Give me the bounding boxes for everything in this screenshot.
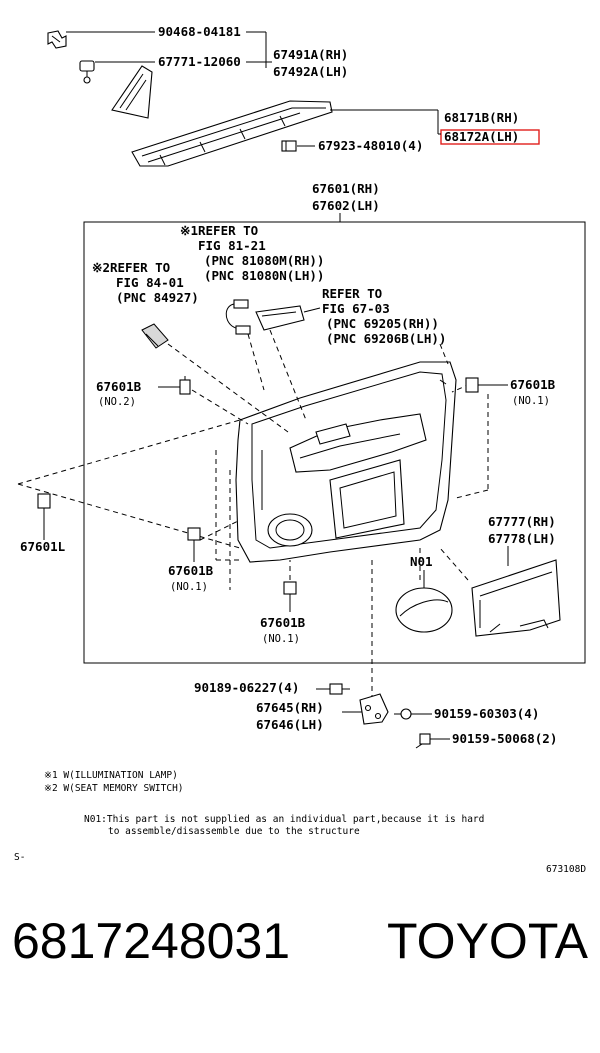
ref3-line2: FIG 67-03	[322, 301, 390, 316]
callout-67777-RH: 67777(RH)	[488, 514, 556, 529]
sub-no1-lowerleft: (NO.1)	[170, 581, 208, 593]
note-n01-line2: to assemble/disassemble due to the struc…	[108, 826, 360, 837]
sub-no1-right: (NO.1)	[512, 395, 550, 407]
door-pocket-part	[471, 559, 561, 637]
illumination-lamp-wire	[225, 299, 251, 335]
ref3-line1: REFER TO	[322, 286, 382, 301]
callout-67601-RH: 67601(RH)	[312, 181, 380, 196]
note-n01-line1: N01:This part is not supplied as an indi…	[84, 814, 484, 825]
screw-90159-60303	[394, 708, 412, 720]
callout-90189-06227: 90189-06227(4)	[194, 680, 299, 695]
screw-90159-50068	[415, 733, 431, 749]
callout-67645-RH: 67645(RH)	[256, 700, 324, 715]
ref2-line3: (PNC 84927)	[116, 290, 199, 305]
clip-90189-06227	[329, 683, 350, 695]
callout-67602-LH: 67602(LH)	[312, 198, 380, 213]
callout-68171B-RH: 68171B(RH)	[444, 110, 519, 125]
sub-no1-bottom: (NO.1)	[262, 633, 300, 645]
highlight-box-68172A	[440, 129, 540, 145]
callout-67492A-LH: 67492A(LH)	[273, 64, 348, 79]
sub-no2: (NO.2)	[98, 396, 136, 408]
s-mark: S-	[14, 852, 25, 863]
seat-memory-switch	[141, 323, 169, 349]
ref2-line2: FIG 84-01	[116, 275, 184, 290]
ref1-line4: (PNC 81080N(LH))	[204, 268, 324, 283]
ref1-line1: ※1REFER TO	[180, 223, 258, 238]
fastener-67601B-no1-bottom	[283, 581, 297, 595]
callout-67923-48010: 67923-48010(4)	[318, 138, 423, 153]
ref3-line3: (PNC 69205(RH))	[326, 316, 439, 331]
figure-code: 673108D	[546, 864, 586, 875]
fastener-67601B-no1-right	[465, 377, 479, 393]
callout-90468-04181: 90468-04181	[158, 24, 241, 39]
footer-brand: TOYOTA	[387, 913, 588, 969]
inside-handle-bezel	[255, 305, 321, 331]
footer-caption: 6817248031 TOYOTA	[0, 912, 600, 992]
fastener-part-67771	[79, 60, 95, 84]
note-seat-memory-switch: ※2 W(SEAT MEMORY SWITCH)	[44, 783, 184, 794]
footer-part-number: 6817248031	[12, 913, 291, 969]
ref3-line4: (PNC 69206B(LH))	[326, 331, 446, 346]
callout-67601L: 67601L	[20, 539, 66, 554]
speaker-grille-N01	[395, 587, 453, 633]
pull-handle-bracket	[359, 693, 389, 725]
callout-67491A-RH: 67491A(RH)	[273, 47, 348, 62]
callout-90159-50068: 90159-50068(2)	[452, 731, 557, 746]
fastener-67601L	[37, 493, 51, 518]
door-trim-board-frame	[83, 221, 586, 664]
door-trim-panel-drawing	[235, 361, 457, 563]
fastener-67601B-no1-lowerleft	[187, 527, 201, 541]
callout-67601B-no1-right: 67601B	[510, 377, 556, 392]
corner-garnish-part	[111, 65, 153, 119]
callout-67646-LH: 67646(LH)	[256, 717, 324, 732]
dashed-leader-lines	[17, 329, 489, 700]
ref2-line1: ※2REFER TO	[92, 260, 170, 275]
callout-67778-LH: 67778(LH)	[488, 531, 556, 546]
callout-67601B-no1-bottom: 67601B	[260, 615, 306, 630]
callout-68172A-LH: 68172A(LH)	[444, 129, 519, 144]
fastener-67601B-no2	[179, 376, 191, 395]
belt-moulding-part	[131, 100, 333, 167]
callout-90159-60303: 90159-60303(4)	[434, 706, 539, 721]
callout-67601B-no1-lowerleft: 67601B	[168, 563, 214, 578]
clip-part-90468	[47, 30, 67, 49]
note-illumination-lamp: ※1 W(ILLUMINATION LAMP)	[44, 770, 178, 781]
ref1-line2: FIG 81-21	[198, 238, 266, 253]
callout-N01: N01	[410, 554, 433, 569]
clip-part-67923	[281, 140, 297, 152]
callout-67601B-no2: 67601B	[96, 379, 142, 394]
ref1-line3: (PNC 81080M(RH))	[204, 253, 324, 268]
callout-67771-12060: 67771-12060	[158, 54, 241, 69]
